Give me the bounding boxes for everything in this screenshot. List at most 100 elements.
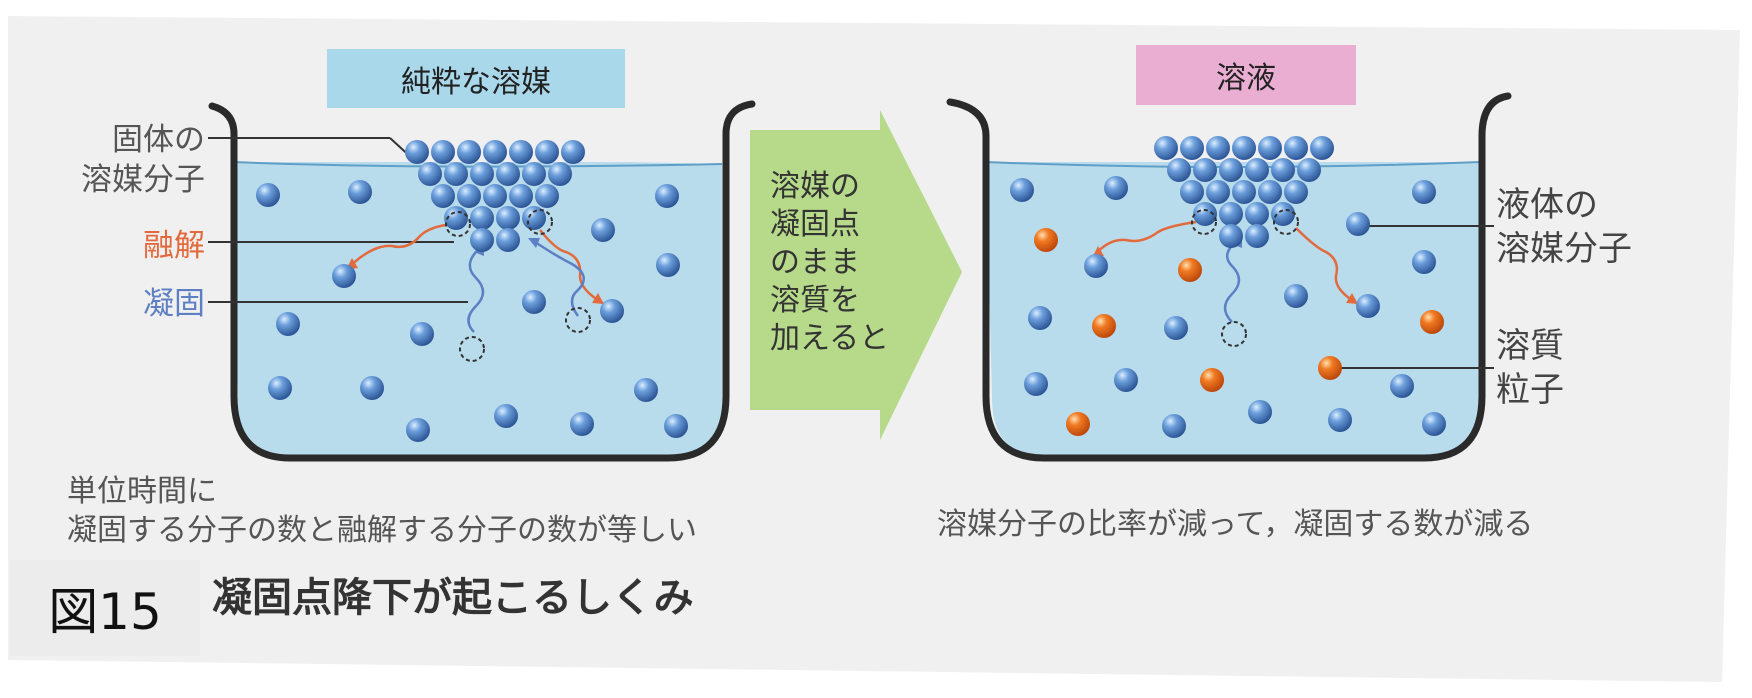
left-melt-path-2 — [539, 229, 605, 306]
left-melt-path-1 — [345, 222, 455, 271]
solid-solvent-molecule — [457, 184, 481, 208]
liquid-solvent-molecule — [664, 414, 688, 438]
solid-solvent-molecule — [561, 140, 585, 164]
solid-solvent-molecule — [1284, 180, 1308, 204]
liquid-solvent-molecule — [1114, 368, 1138, 392]
solute-particle — [1200, 368, 1224, 392]
liquid-solvent-molecule — [410, 322, 434, 346]
solid-solvent-molecule — [444, 162, 468, 186]
solid-solvent-molecule — [1310, 136, 1334, 160]
solute-particle — [1034, 228, 1058, 252]
liquid-solvent-molecule — [1024, 372, 1048, 396]
left-solvent-water — [232, 162, 722, 456]
left-beaker — [208, 100, 756, 462]
solid-solvent-molecule — [1245, 202, 1269, 226]
solid-solvent-molecule — [548, 162, 572, 186]
liquid-solvent-molecule — [494, 404, 518, 428]
liquid-solvent-molecule — [600, 299, 624, 323]
figure-number: 図15 — [48, 583, 162, 641]
solid-solvent-molecule — [1180, 136, 1204, 160]
right-melt-path-2 — [1295, 227, 1359, 306]
liquid-solvent-molecule — [406, 418, 430, 442]
liquid-solvent-molecule — [1010, 178, 1034, 202]
solid-solvent-molecule — [405, 140, 429, 164]
liquid-solvent-molecule — [1248, 400, 1272, 424]
liquid-solvent-molecule — [570, 412, 594, 436]
solid-solvent-molecule — [1232, 136, 1256, 160]
big-arrow — [750, 110, 962, 440]
solid-solvent-molecule — [1154, 136, 1178, 160]
liquid-solvent-molecule — [1028, 306, 1052, 330]
solid-solvent-molecule — [1219, 224, 1243, 248]
left-panel-title: 純粋な溶媒 — [327, 49, 625, 108]
liquid-solvent-molecule — [332, 264, 356, 288]
solid-solvent-molecule — [418, 162, 442, 186]
liquid-solvent-molecule — [1346, 212, 1370, 236]
liquid-solvent-molecule — [591, 218, 615, 242]
solute-particle — [1178, 258, 1202, 282]
solute-particle — [1318, 356, 1342, 380]
vacancy-marker — [565, 307, 591, 333]
solid-solvent-molecule — [1245, 158, 1269, 182]
vacancy-marker — [1191, 209, 1217, 235]
solid-solvent-molecule — [1219, 158, 1243, 182]
solid-solvent-molecule — [1232, 180, 1256, 204]
liquid-solvent-molecule — [1104, 176, 1128, 200]
solid-solvent-molecule — [1180, 180, 1204, 204]
liquid-solvent-molecule — [1284, 284, 1308, 308]
solid-solvent-molecule — [431, 140, 455, 164]
liquid-solvent-molecule — [1412, 180, 1436, 204]
liquid-solvent-molecule — [1162, 414, 1186, 438]
solid-solvent-molecule — [1258, 180, 1282, 204]
solid-solvent-molecule — [1245, 224, 1269, 248]
solid-solvent-molecule — [1193, 158, 1217, 182]
left-freeze-path-2 — [531, 238, 585, 317]
solid-solvent-molecule — [535, 140, 559, 164]
right-freeze-path — [1223, 239, 1241, 323]
solid-solvent-molecule — [496, 206, 520, 230]
label-solid-solvent-molecule: 固体の 溶媒分子 — [81, 122, 205, 199]
left-freeze-path-1 — [467, 247, 485, 333]
liquid-solvent-molecule — [1328, 408, 1352, 432]
solid-solvent-molecule — [1193, 202, 1217, 226]
solid-solvent-molecule — [1271, 158, 1295, 182]
vacancy-marker — [459, 336, 485, 362]
liquid-solvent-molecule — [360, 376, 384, 400]
solid-solvent-molecule — [444, 206, 468, 230]
solid-solvent-molecule — [470, 162, 494, 186]
label-freezing: 凝固 — [143, 286, 205, 322]
liquid-solvent-molecule — [634, 378, 658, 402]
solid-solvent-molecule — [1206, 180, 1230, 204]
liquid-solvent-molecule — [655, 184, 679, 208]
solid-solvent-molecule — [535, 184, 559, 208]
liquid-solvent-molecule — [268, 376, 292, 400]
solute-particle — [1066, 412, 1090, 436]
figure-title: 凝固点降下が起こるしくみ — [212, 575, 694, 621]
right-melt-path-1 — [1091, 220, 1197, 259]
solid-solvent-molecule — [509, 184, 533, 208]
left-melt-arrowhead-2 — [592, 293, 604, 304]
liquid-solvent-molecule — [1412, 250, 1436, 274]
label-melting: 融解 — [143, 228, 205, 264]
solid-solvent-molecule — [431, 184, 455, 208]
solid-solvent-molecule — [1297, 158, 1321, 182]
liquid-solvent-molecule — [656, 253, 680, 277]
right-caption: 溶媒分子の比率が減って，凝固する数が減る — [937, 507, 1534, 542]
liquid-solvent-molecule — [348, 180, 372, 204]
vacancy-marker — [1273, 209, 1299, 235]
left-caption-line-2: 凝固する分子の数と融解する分子の数が等しい — [67, 513, 697, 548]
label-liquid-solvent-molecule: 液体の 溶媒分子 — [1496, 185, 1632, 270]
solid-solvent-molecule — [1219, 202, 1243, 226]
figure-number-box: 図15 — [10, 560, 200, 656]
liquid-solvent-molecule — [1356, 294, 1380, 318]
right-panel-title: 溶液 — [1136, 45, 1356, 105]
left-freeze-arrowhead-2 — [528, 238, 540, 248]
liquid-solvent-molecule — [1164, 316, 1188, 340]
solid-solvent-molecule — [509, 140, 533, 164]
molecule-layer — [256, 136, 1446, 442]
solid-solvent-molecule — [1271, 202, 1295, 226]
liquid-solvent-molecule — [1390, 374, 1414, 398]
solid-solvent-molecule — [483, 140, 507, 164]
